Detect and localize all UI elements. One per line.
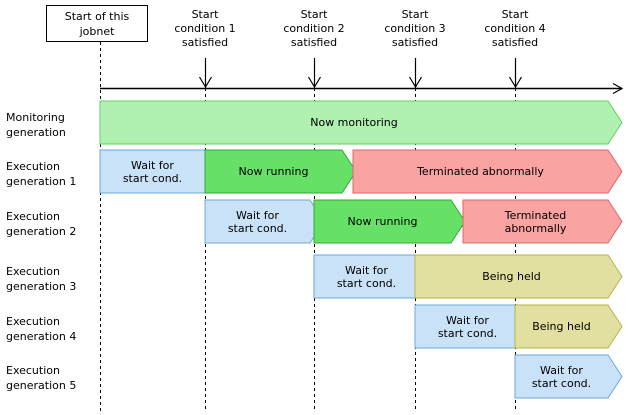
tick-label-cond2: Start condition 2 satisfied <box>283 8 345 49</box>
state-bar-label-gen4-held: Being held <box>532 320 591 333</box>
tick-label-cond1: Start condition 1 satisfied <box>174 8 236 49</box>
tick-label-cond3: Start condition 3 satisfied <box>384 8 446 49</box>
state-bar-label-gen5-wait: Wait for start cond. <box>531 363 592 390</box>
state-bars-group <box>99 100 623 399</box>
state-bar-label-gen2-wait: Wait for start cond. <box>227 208 288 235</box>
tick-arrowhead-icon-cond2 <box>307 76 322 89</box>
tick-arrowhead-icon-cond3 <box>408 76 423 89</box>
state-bar-label-gen1-wait: Wait for start cond. <box>122 158 183 185</box>
time-axis-arrowhead-icon <box>612 82 624 95</box>
row-label-execution-generation-2: Execution generation 2 <box>6 210 77 238</box>
jobnet-start-title-box: Start of this jobnet <box>46 5 148 42</box>
state-bar-label-gen3-held: Being held <box>482 270 541 283</box>
tick-arrowhead-icon-cond4 <box>508 76 523 89</box>
state-bar-label-gen4-wait: Wait for start cond. <box>437 313 498 340</box>
row-label-execution-generation-3: Execution generation 3 <box>6 265 77 293</box>
state-bar-label-gen2-terminated: Terminated abnormally <box>504 208 567 235</box>
state-bar-gen5-wait[interactable] <box>514 354 623 399</box>
row-label-execution-generation-4: Execution generation 4 <box>6 315 77 343</box>
tick-arrowhead-icon-cond1 <box>198 76 213 89</box>
state-bar-gen4-held[interactable] <box>514 304 623 349</box>
state-bar-gen2-terminated[interactable] <box>462 199 623 244</box>
state-bar-now-monitoring[interactable] <box>99 100 623 145</box>
tick-label-cond4: Start condition 4 satisfied <box>484 8 546 49</box>
state-bar-label-gen3-wait: Wait for start cond. <box>336 263 397 290</box>
time-axis-group <box>100 58 624 95</box>
state-bar-gen1-running[interactable] <box>204 149 357 194</box>
state-bar-label-gen1-terminated: Terminated abnormally <box>417 165 544 178</box>
state-bar-gen3-held[interactable] <box>414 254 623 299</box>
row-label-execution-generation-5: Execution generation 5 <box>6 364 77 392</box>
state-bar-label-now-monitoring: Now monitoring <box>310 116 398 129</box>
state-bar-label-gen2-running: Now running <box>347 215 418 228</box>
state-bar-gen1-terminated[interactable] <box>352 149 623 194</box>
state-bar-gen2-running[interactable] <box>313 199 466 244</box>
row-label-monitoring-generation: Monitoring generation <box>6 111 66 139</box>
row-label-execution-generation-1: Execution generation 1 <box>6 160 77 188</box>
state-bar-label-gen1-running: Now running <box>238 165 309 178</box>
